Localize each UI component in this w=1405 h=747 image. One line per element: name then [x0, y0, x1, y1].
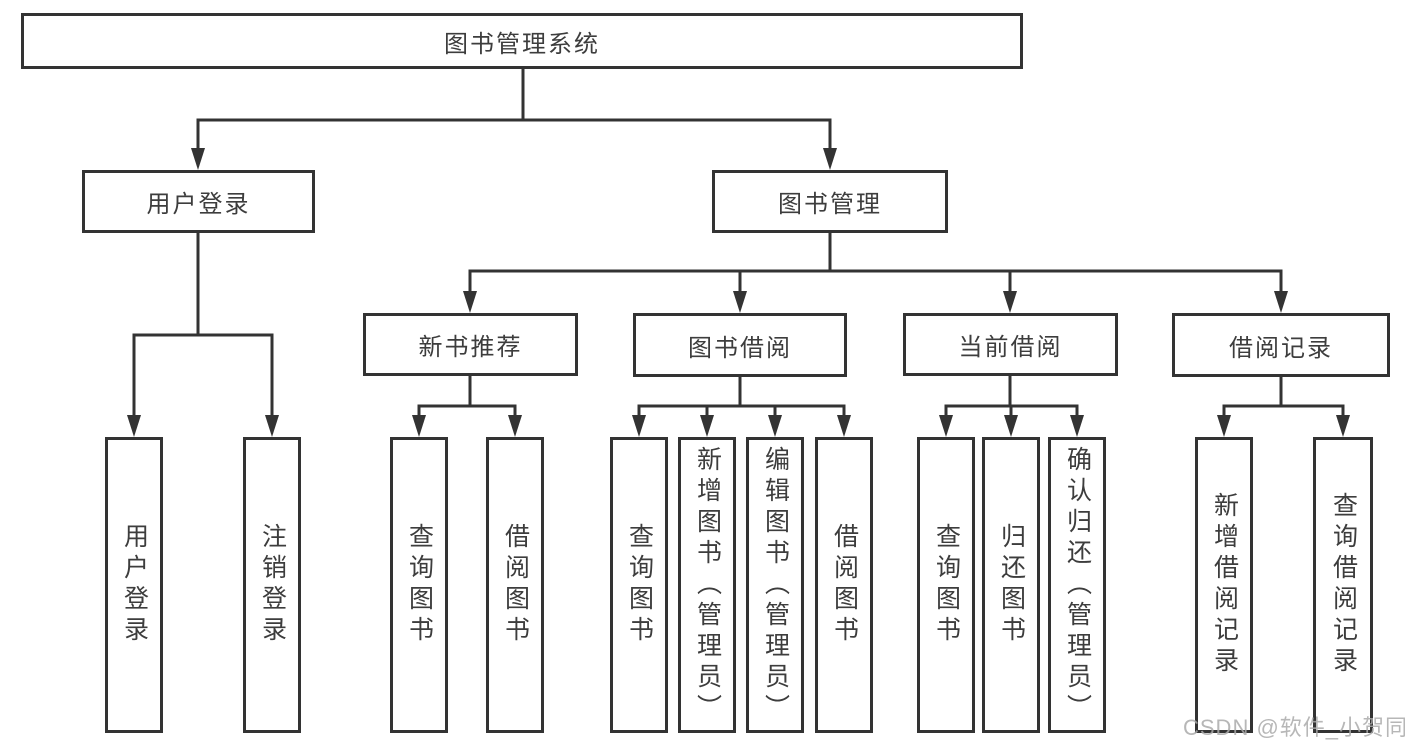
node-label: 用户登录	[146, 191, 251, 218]
node-label: 编辑图书（管理员）	[761, 445, 790, 725]
node-label: 查询图书	[405, 523, 434, 647]
leaf-user-login: 用户登录	[105, 437, 163, 733]
node-user-login: 用户登录	[82, 170, 315, 233]
node-label: 新增图书（管理员）	[693, 445, 722, 725]
node-label: 新增借阅记录	[1210, 492, 1239, 678]
node-label: 确认归还（管理员）	[1063, 445, 1092, 725]
leaf-logout: 注销登录	[243, 437, 301, 733]
node-library-system: 图书管理系统	[21, 13, 1023, 69]
node-label: 借阅图书	[501, 523, 530, 647]
leaf-query-books-borrowing: 查询图书	[610, 437, 668, 733]
leaf-borrow-books-recommend: 借阅图书	[486, 437, 544, 733]
leaf-add-borrow-record: 新增借阅记录	[1195, 437, 1253, 733]
node-label: 查询图书	[625, 523, 654, 647]
node-borrow-records: 借阅记录	[1172, 313, 1390, 377]
leaf-return-books: 归还图书	[982, 437, 1040, 733]
node-label: 借阅图书	[830, 523, 859, 647]
node-label: 借阅记录	[1229, 334, 1333, 362]
leaf-confirm-return-admin: 确认归还（管理员）	[1048, 437, 1106, 733]
leaf-borrow-books-borrowing: 借阅图书	[815, 437, 873, 733]
node-label: 当前借阅	[958, 334, 1063, 361]
leaf-add-books-admin: 新增图书（管理员）	[678, 437, 736, 733]
node-book-borrowing: 图书借阅	[633, 313, 847, 377]
node-label: 图书借阅	[688, 334, 792, 362]
node-label: 图书管理系统	[444, 30, 600, 58]
node-current-borrowing: 当前借阅	[903, 313, 1118, 376]
leaf-query-borrow-record: 查询借阅记录	[1313, 437, 1373, 733]
node-book-management: 图书管理	[712, 170, 948, 233]
node-new-book-recommend: 新书推荐	[363, 313, 578, 376]
node-label: 新书推荐	[418, 334, 523, 361]
leaf-edit-books-admin: 编辑图书（管理员）	[746, 437, 804, 733]
node-label: 用户登录	[120, 523, 149, 647]
node-label: 查询借阅记录	[1329, 492, 1358, 678]
csdn-watermark: CSDN @软件_小贺同学	[1183, 715, 1405, 740]
node-label: 注销登录	[258, 523, 287, 647]
node-label: 归还图书	[997, 523, 1026, 647]
node-label: 图书管理	[778, 191, 882, 218]
leaf-query-books-current: 查询图书	[917, 437, 975, 733]
node-label: 查询图书	[932, 523, 961, 647]
leaf-query-books-recommend: 查询图书	[390, 437, 448, 733]
